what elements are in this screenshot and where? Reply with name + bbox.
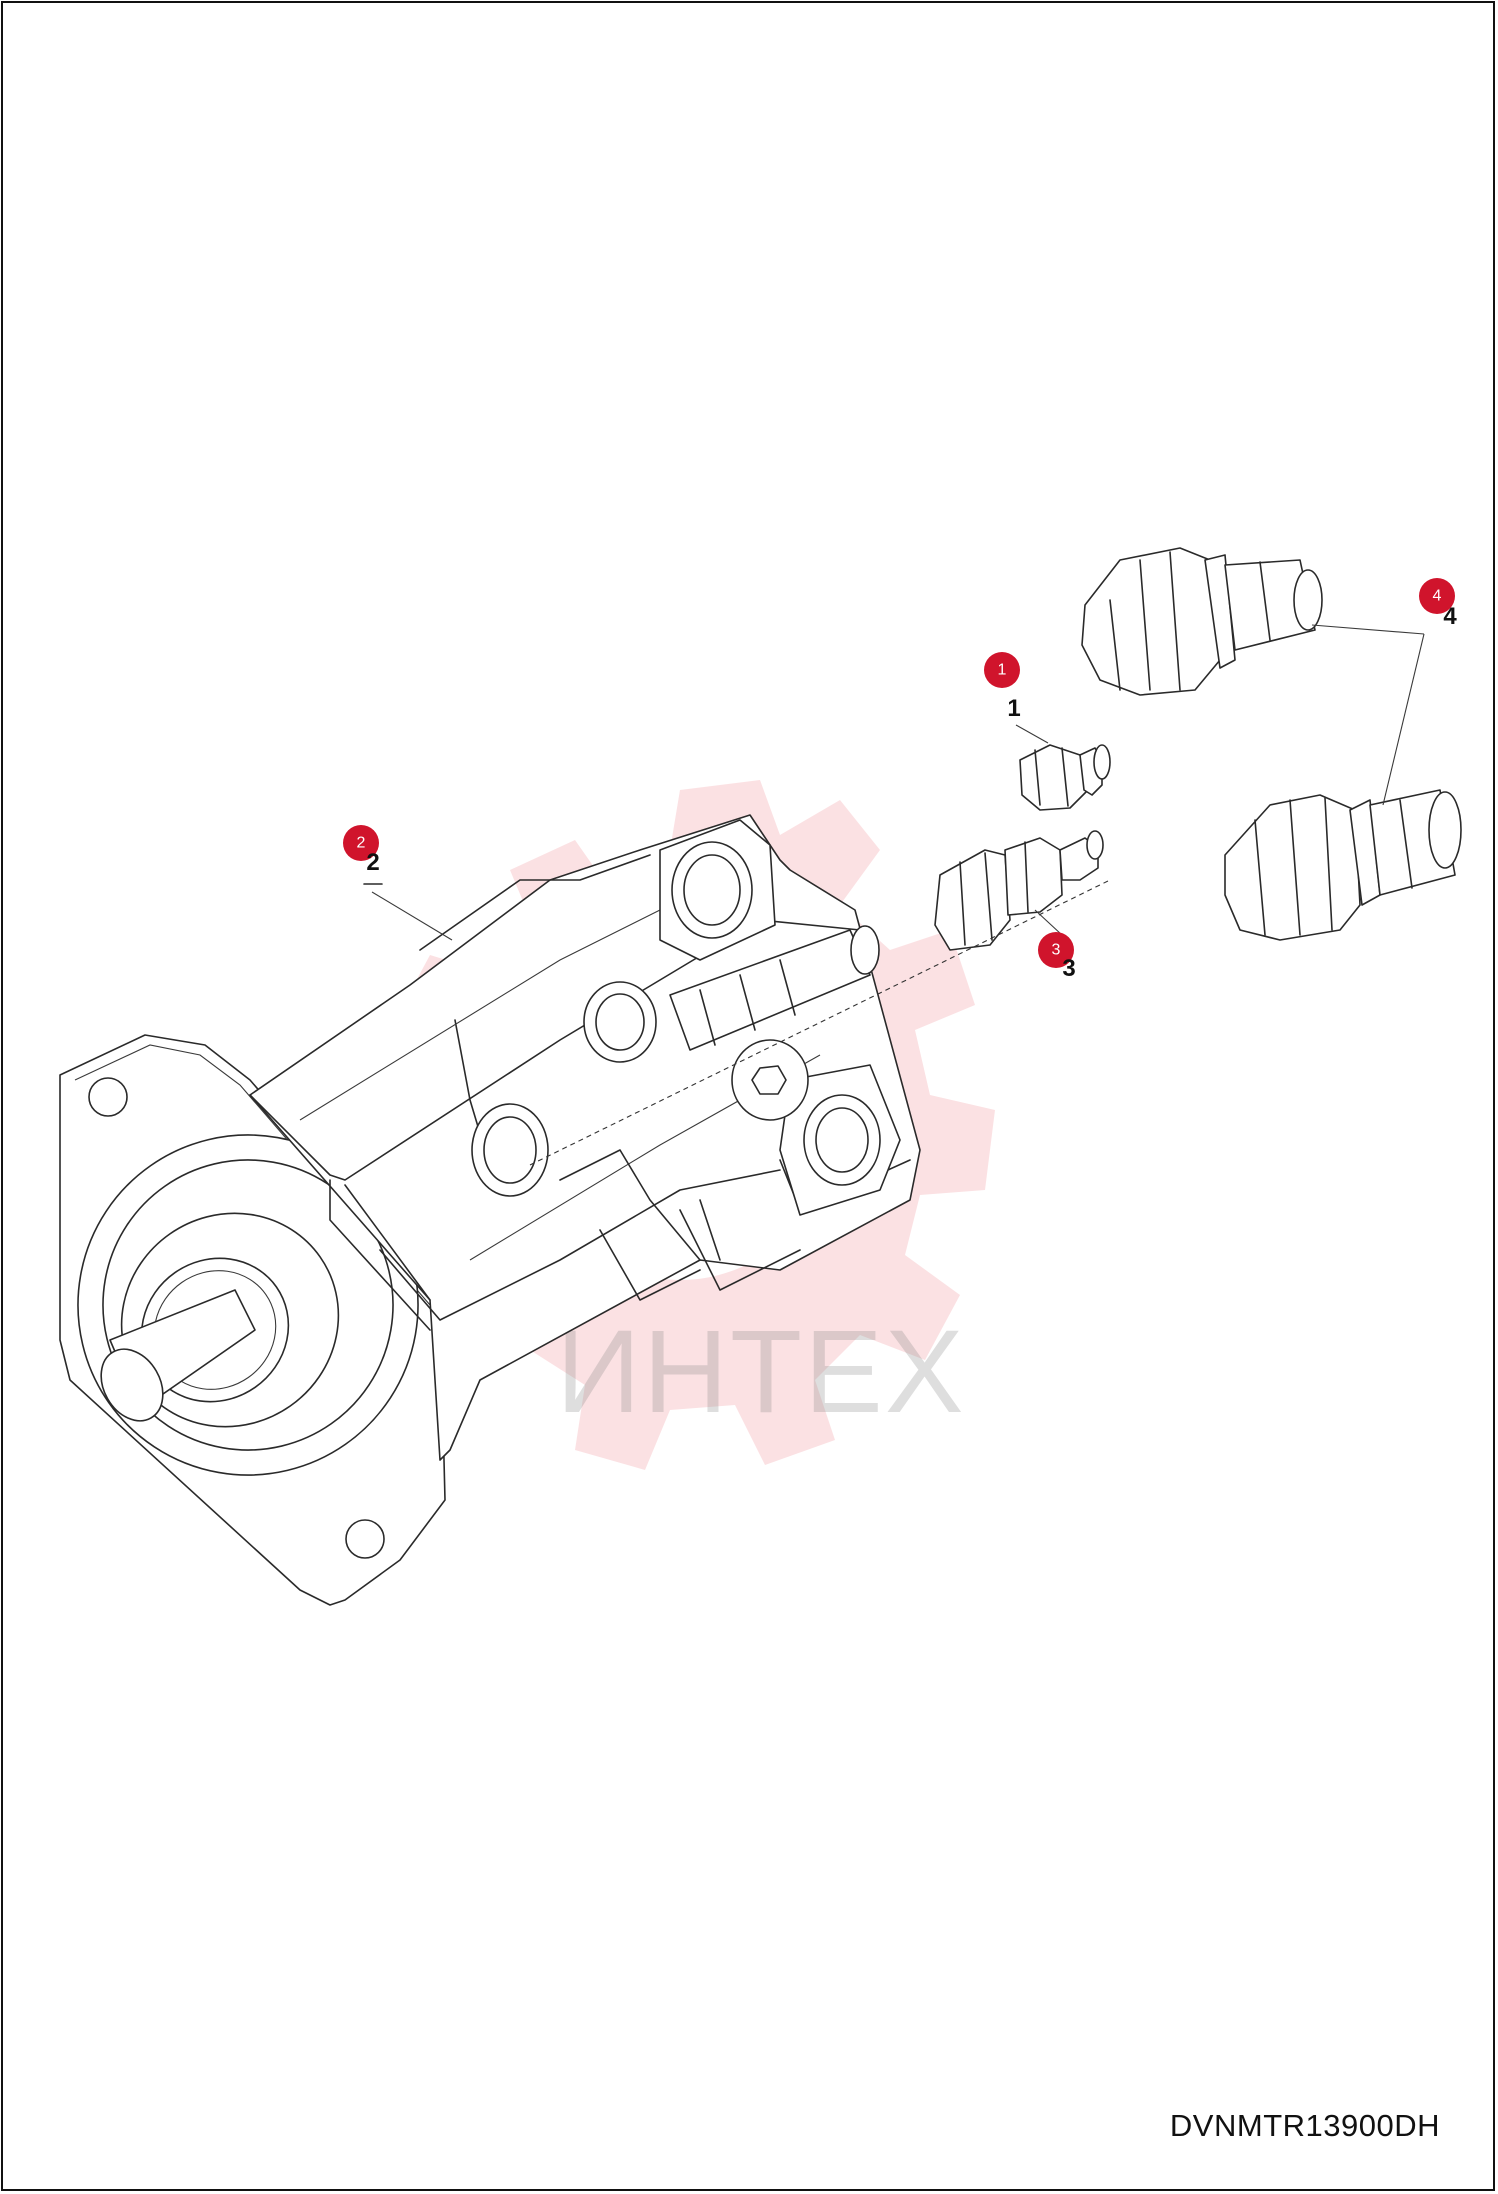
callout-4: 4 4	[1419, 578, 1457, 630]
fitting-part-4-lower	[1224, 789, 1462, 941]
callout-1: 1 1	[984, 652, 1021, 722]
callout-2: 2 2	[343, 825, 383, 885]
leader-line-2	[371, 891, 453, 941]
fitting-part-3	[934, 830, 1104, 951]
leader-line-1	[1015, 724, 1049, 744]
callout-4-label: 4	[1443, 603, 1457, 630]
callout-3: 3 3	[1038, 932, 1076, 982]
leader-line-4a	[1311, 624, 1425, 635]
leader-line-3	[1034, 909, 1063, 936]
document-code: DVNMTR13900DH	[1169, 2108, 1440, 2143]
callout-1-badge: 1	[998, 662, 1007, 679]
callout-4-badge: 4	[1433, 588, 1442, 605]
watermark-text: ИНТЕХ	[556, 1306, 966, 1438]
callout-2-badge: 2	[357, 835, 366, 852]
callout-3-badge: 3	[1052, 942, 1061, 959]
callout-1-label: 1	[1007, 695, 1020, 722]
pump-body	[59, 814, 921, 1606]
callout-2-label: 2	[366, 849, 379, 876]
leader-line-4b	[1382, 633, 1425, 806]
fitting-part-1	[1019, 744, 1111, 811]
fitting-part-4-upper	[1081, 547, 1323, 696]
callout-3-label: 3	[1062, 955, 1075, 982]
